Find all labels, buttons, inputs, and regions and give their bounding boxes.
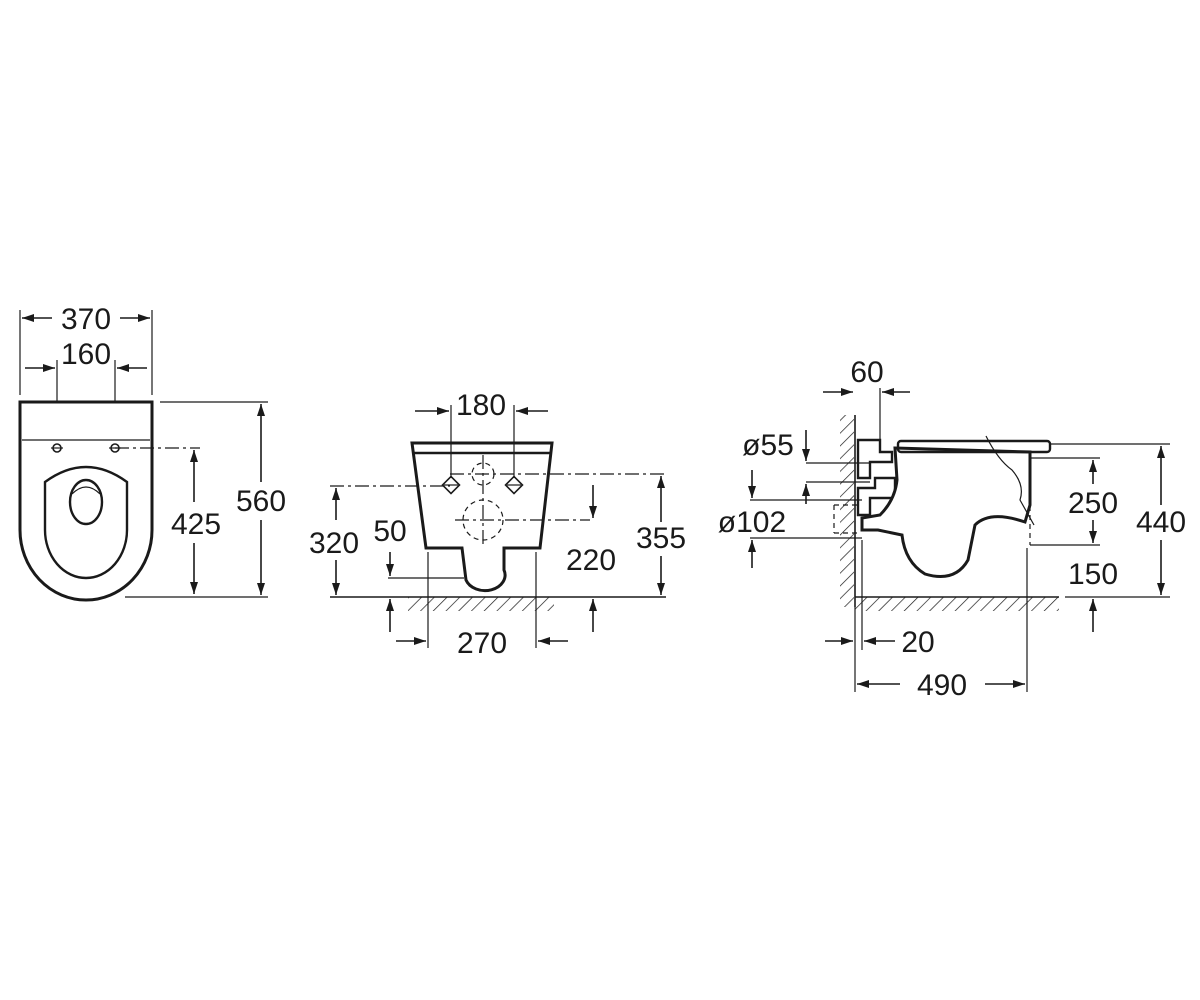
dim-180: 180 <box>456 389 506 422</box>
bowl-top-outline <box>18 400 154 602</box>
dim-220: 220 <box>566 544 616 577</box>
dim-60: 60 <box>850 356 883 389</box>
bowl-rear-outline <box>410 441 554 593</box>
dim-250: 250 <box>1068 487 1118 520</box>
bowl-side-outline <box>860 446 1032 578</box>
dim-490: 490 <box>917 669 967 702</box>
dim-150: 150 <box>1068 558 1118 591</box>
dim-355: 355 <box>636 522 686 555</box>
inlet-opening <box>471 462 495 486</box>
flush-outlet <box>68 478 104 526</box>
dim-20: 20 <box>901 626 934 659</box>
dim-425: 425 <box>171 508 221 541</box>
dim-o55: ø55 <box>742 429 794 462</box>
wall-hatch <box>840 415 854 607</box>
rear-fixing-left <box>441 475 461 495</box>
dim-50: 50 <box>373 515 406 548</box>
side-view: 60 ø55 ø102 250 150 440 20 <box>718 356 1186 702</box>
rear-fixing-right <box>504 475 524 495</box>
dim-270: 270 <box>457 627 507 660</box>
dim-370: 370 <box>61 303 111 336</box>
rear-view: 180 320 50 220 355 270 <box>309 389 686 660</box>
outlet-opening <box>462 499 504 541</box>
floor-hatch <box>408 597 554 611</box>
dim-440: 440 <box>1136 506 1186 539</box>
dim-o102: ø102 <box>718 506 786 539</box>
dim-160: 160 <box>61 338 111 371</box>
seat-lid <box>896 439 1052 454</box>
top-view: 370 160 425 560 <box>18 303 286 602</box>
dim-560: 560 <box>236 485 286 518</box>
side-floor-hatch <box>855 597 1059 611</box>
fixing-point-left <box>51 443 63 453</box>
dim-320: 320 <box>309 527 359 560</box>
seat-opening <box>43 465 129 580</box>
